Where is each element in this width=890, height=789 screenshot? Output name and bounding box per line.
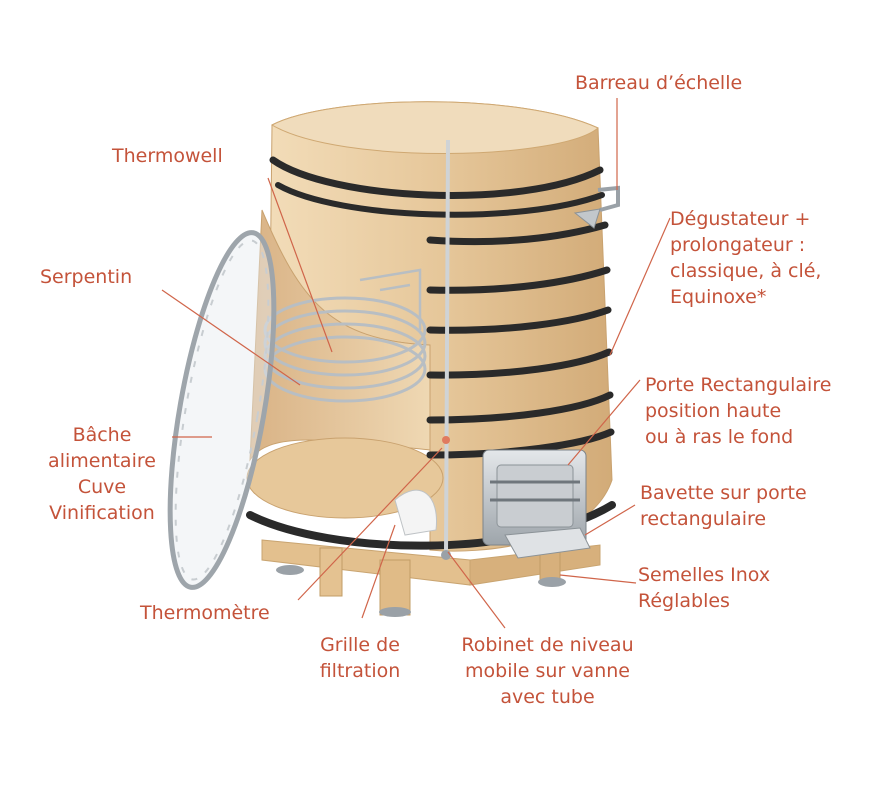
- rectangular-door: [483, 450, 590, 558]
- label-robinet: Robinet de niveau mobile sur vanne avec …: [440, 632, 655, 710]
- label-thermowell: Thermowell: [112, 143, 223, 169]
- label-grille: Grille de filtration: [300, 632, 420, 684]
- filter-grid: [395, 490, 437, 535]
- label-serpentin: Serpentin: [40, 264, 132, 290]
- label-degustateur: Dégustateur + prolongateur : classique, …: [670, 206, 821, 310]
- label-barreau: Barreau d’échelle: [575, 70, 742, 96]
- label-thermometre: Thermomètre: [140, 600, 270, 626]
- label-bavette: Bavette sur porte rectangulaire: [640, 480, 807, 532]
- label-semelles: Semelles Inox Réglables: [638, 562, 770, 614]
- label-porte: Porte Rectangulaire position haute ou à …: [645, 372, 831, 450]
- label-bache: Bâche alimentaire Cuve Vinification: [32, 422, 172, 526]
